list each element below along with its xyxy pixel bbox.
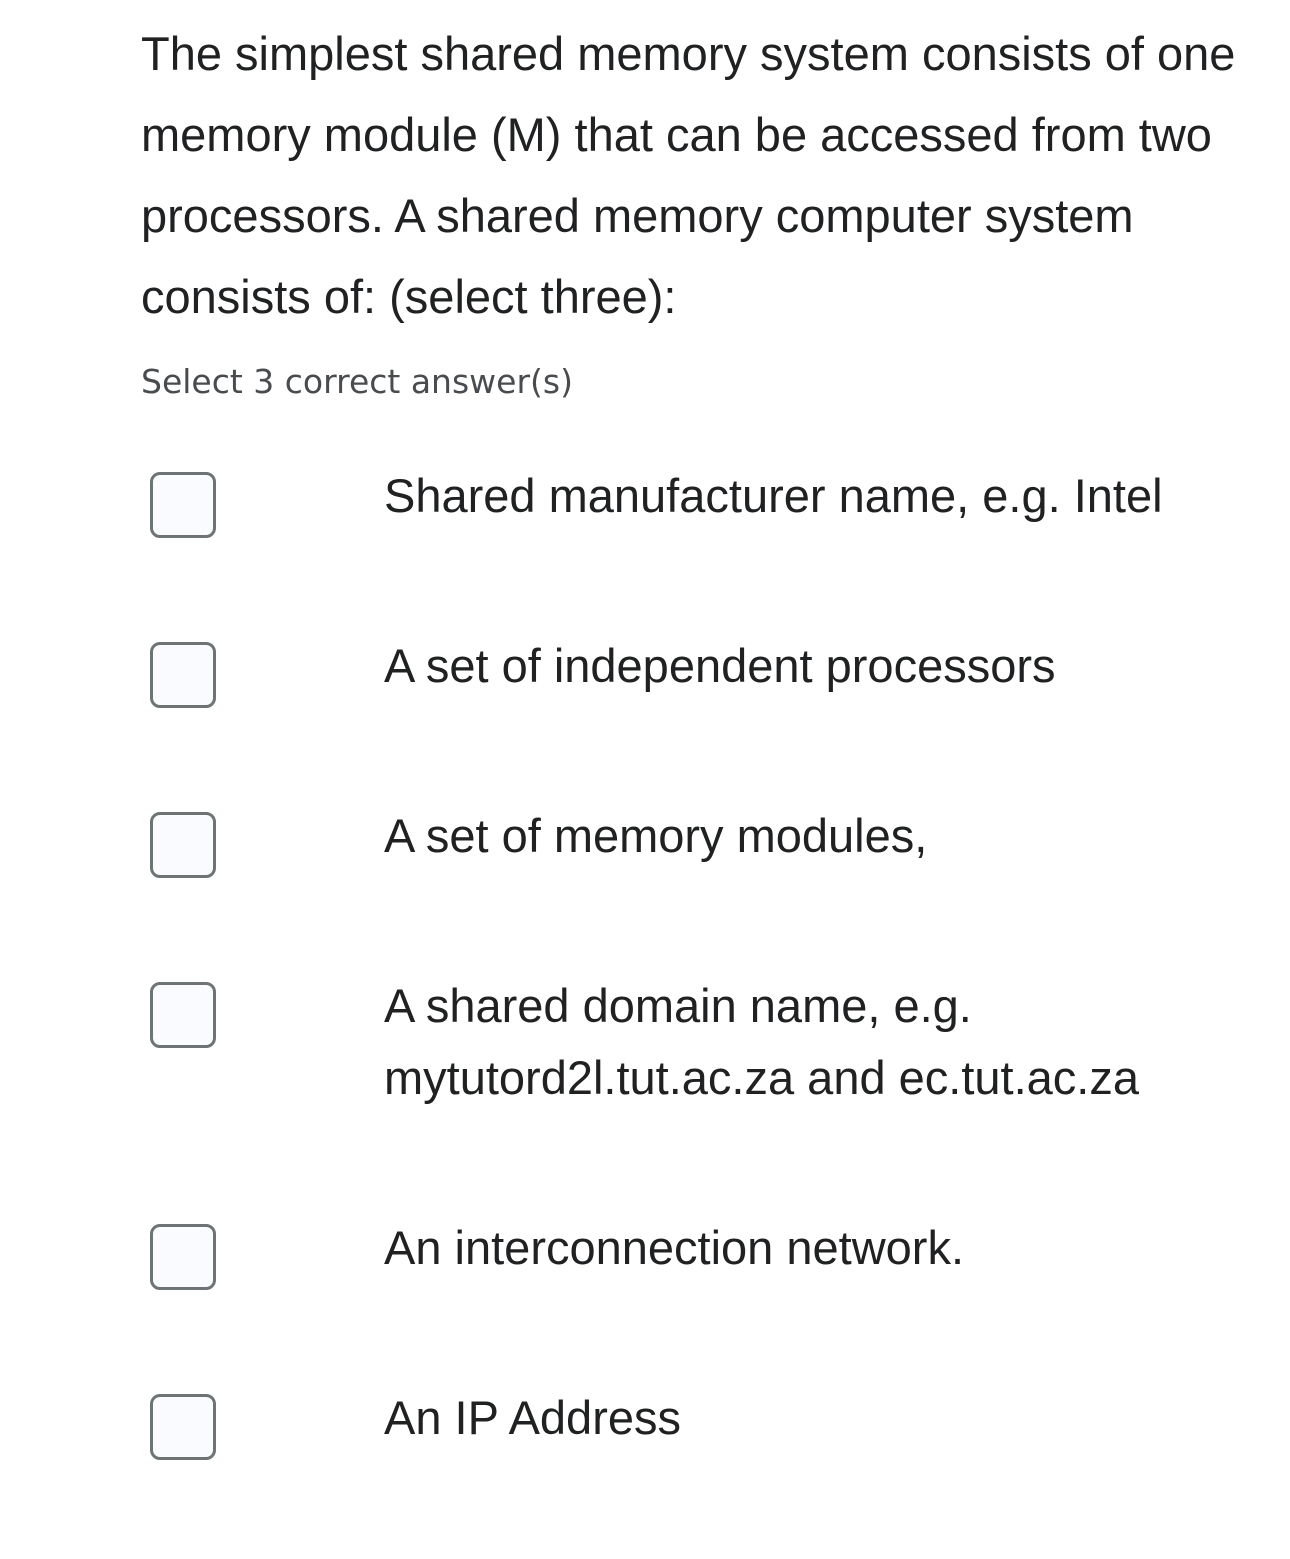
option-label[interactable]: Shared manufacturer name, e.g. Intel	[384, 469, 1163, 522]
question-text: The simplest shared memory system consis…	[141, 27, 1236, 323]
option-label[interactable]: A set of independent processors	[384, 639, 1056, 692]
option-label[interactable]: A set of memory modules,	[384, 809, 928, 862]
option-checkbox[interactable]	[150, 642, 216, 708]
option-checkbox[interactable]	[150, 1394, 216, 1460]
option-checkbox[interactable]	[150, 1224, 216, 1290]
option-checkbox[interactable]	[150, 982, 216, 1048]
option-label[interactable]: A shared domain name, e.g. mytutord2l.tu…	[384, 979, 1140, 1104]
answer-instruction: Select 3 correct answer(s)	[141, 362, 573, 401]
option-checkbox[interactable]	[150, 812, 216, 878]
option-checkbox[interactable]	[150, 472, 216, 538]
option-label[interactable]: An IP Address	[384, 1391, 681, 1444]
option-label[interactable]: An interconnection network.	[384, 1221, 964, 1274]
